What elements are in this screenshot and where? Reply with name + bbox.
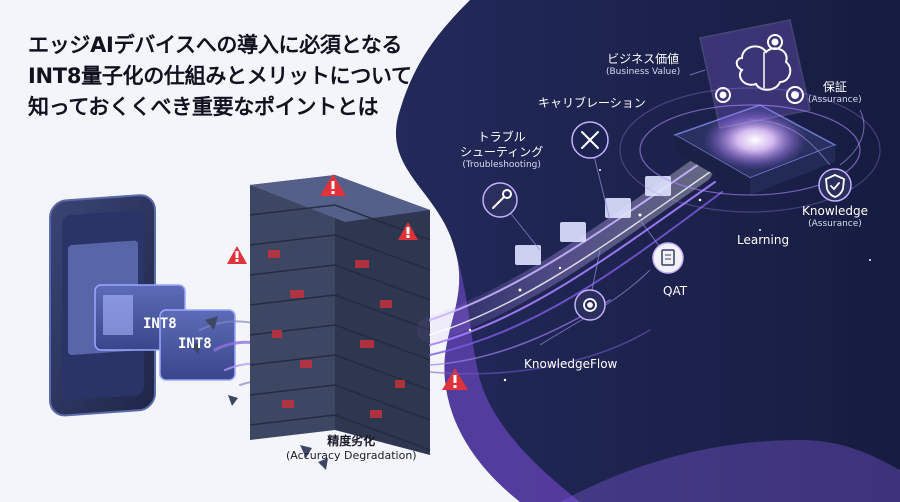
processor-chip-icon [673,104,837,195]
qat-label: QAT [663,284,688,298]
document-icon [661,249,675,266]
wrench-icon [492,189,512,209]
sparkle-dots [468,169,871,382]
warning-icon [398,222,418,240]
data-stream-to-processor [417,157,723,375]
assurance-label: 保証 (Assurance) [808,80,862,106]
knowledge-assurance-label: Knowledge (Assurance) [802,204,868,230]
troubleshooting-label: トラブル シューティング (Troubleshooting) [460,130,543,171]
warning-icon [227,246,247,264]
purple-wave-band [444,250,580,502]
knowledge-flow-label: KnowledgeFlow [524,357,618,371]
accuracy-degradation-en: (Accuracy Degradation) [286,449,417,462]
node-knowledge-circle [818,168,852,202]
business-value-en: (Business Value) [606,67,681,77]
knowledge-assurance-en: (Assurance) [808,219,862,229]
business-value-label: ビジネス価値 (Business Value) [606,52,680,78]
int8-chip-back-label: INT8 [143,316,177,332]
page-title: エッジAIデバイスへの導入に必須となる INT8量子化の仕組みとメリットについて… [28,30,448,123]
learning-label: Learning [737,233,790,247]
troubleshooting-jp-2: シューティング [460,145,544,159]
purple-wave-band-lower [560,440,900,502]
int8-chip-front-label: INT8 [178,336,212,352]
knowledge-assurance-jp: Knowledge [802,204,868,218]
calibration-jp: キャリブレーション [538,96,646,110]
title-line-3: 知っておくくべき重要なポイントとは [28,95,379,119]
brain-icon [735,45,792,91]
business-value-jp: ビジネス価値 [607,52,680,66]
troubleshooting-jp-1: トラブル [477,130,526,144]
assurance-jp: 保証 [822,80,847,94]
hologram-panel [699,19,811,129]
circuit-orbit-lines [619,87,881,213]
warning-icon [442,368,468,390]
gear-icon [583,298,597,312]
document-icon [515,176,671,265]
node-qat-circle [652,242,684,274]
warning-icon [320,174,346,196]
shield-check-icon [825,174,845,198]
gear-icon [715,34,804,104]
title-line-1: エッジAIデバイスへの導入に必須となる [28,33,403,57]
assurance-en: (Assurance) [808,95,862,105]
tools-icon [581,131,599,149]
title-line-2: INT8量子化の仕組みとメリットについて [28,64,412,88]
accuracy-degradation-jp: 精度劣化 [327,434,376,448]
broken-brick-wall [190,175,431,470]
calibration-label: キャリブレーション [538,96,646,111]
troubleshooting-en: (Troubleshooting) [462,160,541,170]
accuracy-degradation-label: 精度劣化 (Accuracy Degradation) [286,434,417,463]
